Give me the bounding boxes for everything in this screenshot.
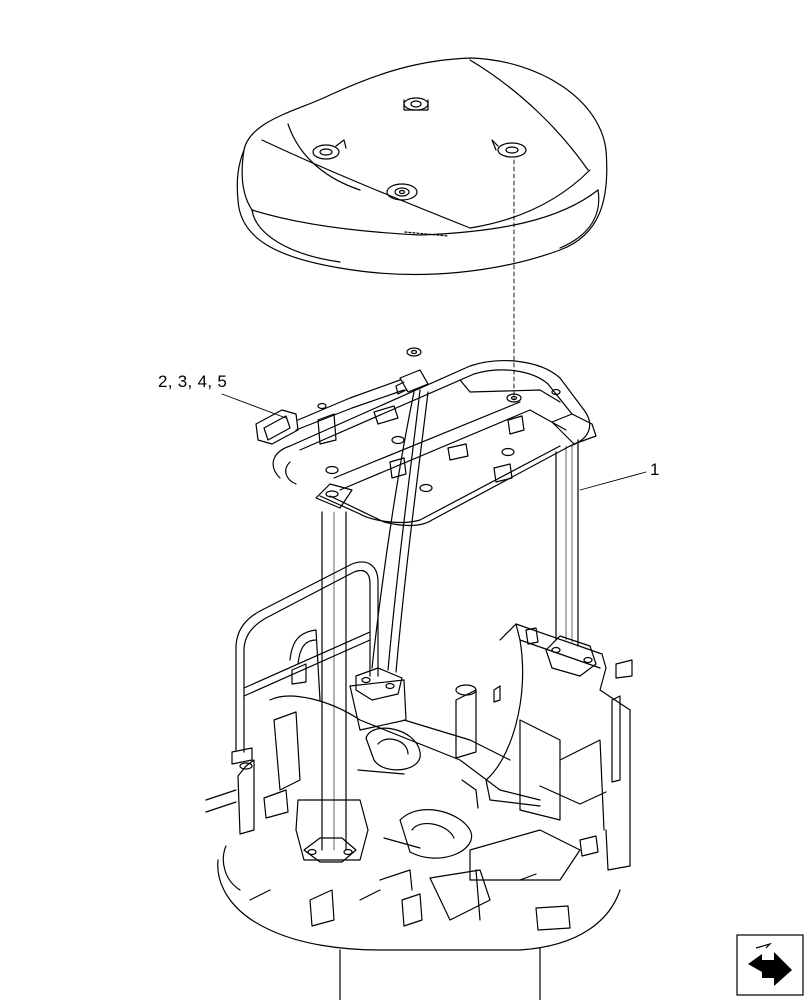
rops-posts [321, 439, 579, 851]
seat-belt-assembly [255, 369, 429, 673]
next-page-arrow-icon [736, 934, 804, 996]
rops-top-frame [272, 360, 597, 527]
callout-label-item-1: 1 [650, 460, 660, 479]
roof-boss-2 [403, 97, 429, 111]
leader-line-item-b [579, 471, 647, 491]
leader-line-item-a [221, 393, 287, 419]
canopy-roof [236, 57, 608, 276]
roof-boss-1 [312, 139, 347, 160]
post-base-mounts [355, 627, 597, 701]
next-page-button[interactable] [736, 934, 804, 996]
machine-upper-structure [205, 623, 633, 1000]
roof-boss-4 [386, 183, 418, 201]
hardware-washers [317, 347, 561, 493]
handrail [231, 561, 379, 765]
roof-boss-3 [491, 139, 527, 158]
callout-label-items-2-3-4-5: 2, 3, 4, 5 [158, 372, 228, 391]
